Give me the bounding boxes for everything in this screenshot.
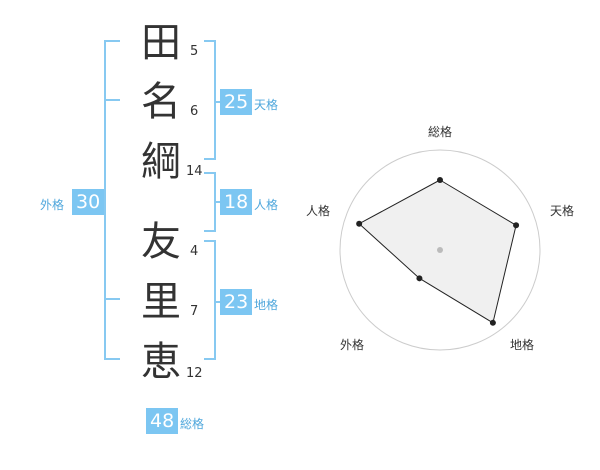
radar-point — [416, 275, 423, 282]
jinkaku-bracket-top — [204, 172, 216, 174]
jinkaku-connector — [214, 201, 222, 203]
chikaku-bracket-top — [204, 240, 216, 242]
chikaku-bracket-bottom — [204, 358, 216, 360]
name-char-5: 里 — [141, 279, 181, 325]
tenkaku-value: 25 — [220, 89, 253, 115]
fortune-radar-chart — [339, 149, 541, 351]
gaikaku-bracket-mid1 — [104, 99, 120, 101]
radar-point — [356, 220, 363, 227]
soukaku-value: 48 — [146, 408, 179, 434]
gaikaku-bracket-top — [104, 40, 120, 42]
name-char-2: 名 — [141, 79, 181, 125]
stroke-count-1: 5 — [190, 44, 199, 59]
gaikaku-label: 外格 — [40, 198, 65, 212]
radar-axis-label-chikaku: 地格 — [510, 338, 535, 352]
name-char-4: 友 — [141, 219, 181, 265]
tenkaku-bracket — [214, 40, 216, 160]
stroke-count-6: 12 — [186, 366, 203, 381]
radar-point — [437, 177, 443, 183]
gaikaku-bracket-mid2 — [104, 298, 120, 300]
radar-axis-label-soukaku: 総格 — [428, 125, 453, 139]
radar-axis-label-gaikaku: 外格 — [340, 338, 365, 352]
tenkaku-label: 天格 — [254, 98, 279, 112]
radar-axis-label-tenkaku: 天格 — [550, 204, 575, 218]
stroke-count-3: 14 — [186, 164, 203, 179]
radar-point — [513, 222, 520, 229]
jinkaku-value: 18 — [220, 189, 253, 215]
name-char-1: 田 — [141, 20, 181, 66]
jinkaku-label: 人格 — [254, 198, 279, 212]
chikaku-label: 地格 — [254, 298, 279, 312]
stroke-count-5: 7 — [190, 304, 199, 319]
radar-axis-label-jinkaku: 人格 — [306, 204, 331, 218]
tenkaku-connector — [214, 101, 222, 103]
gaikaku-value: 30 — [72, 189, 105, 215]
chikaku-value: 23 — [220, 289, 253, 315]
gaikaku-bracket-bottom — [104, 358, 120, 360]
gaikaku-bracket — [104, 40, 106, 360]
jinkaku-bracket-bottom — [204, 230, 216, 232]
tenkaku-bracket-bottom — [204, 158, 216, 160]
stroke-count-2: 6 — [190, 104, 199, 119]
name-char-6: 恵 — [141, 339, 181, 385]
chikaku-connector — [214, 301, 222, 303]
radar-point — [489, 319, 496, 326]
soukaku-label: 総格 — [180, 417, 205, 431]
radar-points — [356, 177, 520, 326]
tenkaku-bracket-top — [204, 40, 216, 42]
name-char-3: 綱 — [141, 139, 181, 185]
stroke-count-4: 4 — [190, 244, 199, 259]
radar-center-dot — [437, 247, 443, 253]
chikaku-bracket — [214, 240, 216, 360]
